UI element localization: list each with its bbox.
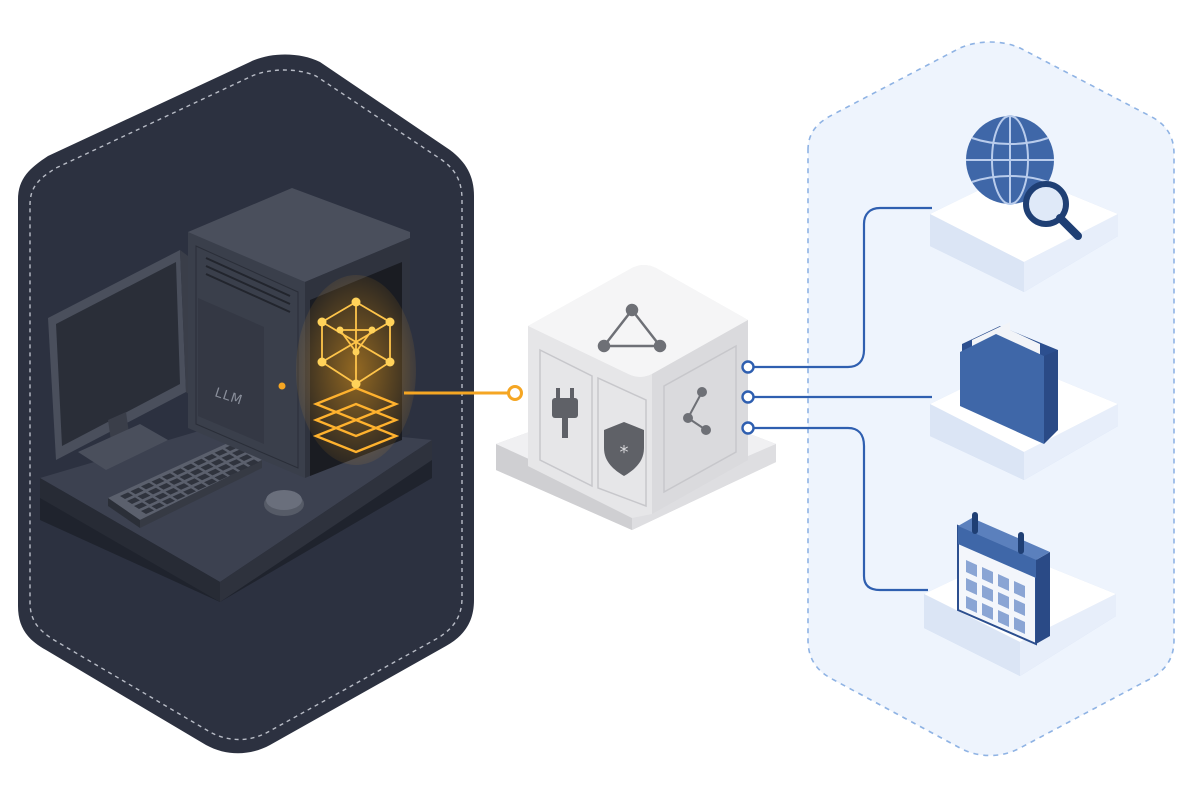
hub-cube [496,265,776,530]
neural-network-icon [296,275,416,465]
keyboard-key [144,497,158,505]
hub-port-2 [741,390,755,404]
keyboard-key [141,482,154,490]
keyboard-key [190,468,203,476]
calendar-cell [1014,581,1025,598]
keyboard-key [246,459,259,466]
calendar-cell [1014,617,1025,634]
keyboard-key [151,502,165,510]
share-nodes-icon [683,387,711,435]
keyboard-key [228,459,242,466]
plug-icon [552,388,578,438]
keyboard-key [172,493,186,500]
hub-port-3 [741,421,755,435]
triangle-graph-icon [597,303,667,353]
keyboard-key [218,464,231,471]
keyboard-key [134,502,147,509]
calendar-cell [966,596,977,613]
calendar-cell [966,578,977,595]
keyboard-key [183,463,196,471]
keyboard-key [197,473,210,481]
keyboard-key [207,468,221,476]
keyboard-key [186,478,200,485]
calendar-icon [957,512,1050,646]
keyboard-key [162,497,175,505]
keyboard-key [151,478,165,485]
keyboard-key [137,492,151,500]
hub-tool-connectors [750,206,932,592]
keyboard-key [172,468,186,475]
keyboard-key [148,487,161,495]
keyboard-key [176,483,189,490]
keyboard-key [183,488,196,495]
calendar-cell [998,592,1009,609]
keyboard-key [214,449,228,456]
calendar-cell [1014,599,1025,616]
mouse-icon [264,490,304,516]
keyboard-key [239,454,252,461]
calendar-cell [982,567,993,584]
calendar-cell [982,585,993,602]
keyboard-key [193,483,207,490]
hub-port-1 [741,360,755,374]
keyboard-key [232,449,245,456]
calendar-cell [966,560,977,577]
keyboard-key [235,464,249,471]
keyboard-key [221,454,235,461]
svg-text:*: * [620,442,629,463]
folder-icon [960,322,1058,444]
keyboard-key [214,473,228,481]
host-hub-connector [404,385,523,401]
keyboard-key [200,463,214,471]
calendar-cell [998,610,1009,627]
keyboard-key [179,473,193,480]
tool-tile-web-search [930,172,1118,292]
keyboard-key [127,497,140,504]
keyboard-key [120,492,133,499]
keyboard-key [211,459,224,466]
globe-search-icon [966,115,1082,240]
keyboard-key [204,478,217,486]
keyboard-key [165,488,179,495]
keyboard-key [204,454,217,461]
keyboard-icon [108,442,262,528]
shield-icon: * [604,422,644,476]
calendar-cell [998,574,1009,591]
monitor-icon [48,250,194,470]
keyboard-key [158,483,172,490]
keyboard-key [155,492,168,500]
keyboard-key [162,473,175,480]
keyboard-key [130,487,144,495]
keyboard-key [141,507,154,514]
keyboard-key [225,469,238,476]
calendar-cell [982,603,993,620]
keyboard-key [193,458,207,466]
keyboard-key [169,478,182,485]
